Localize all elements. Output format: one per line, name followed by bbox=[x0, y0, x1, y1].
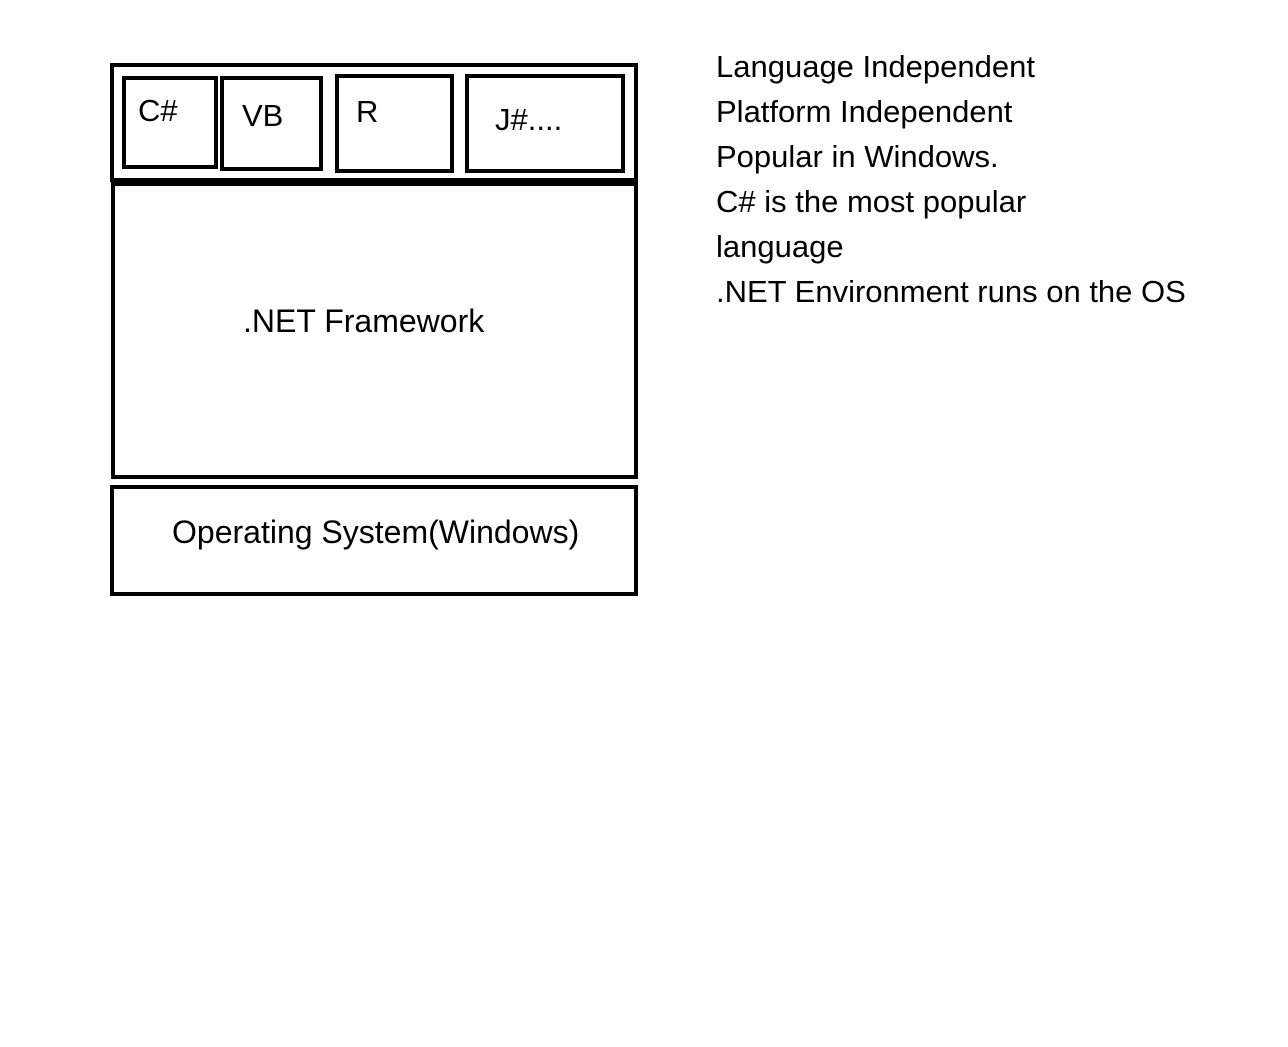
note-item: language bbox=[716, 229, 844, 264]
framework-label: .NET Framework bbox=[243, 303, 485, 339]
language-box-r bbox=[335, 74, 454, 173]
note-item: C# is the most popular bbox=[716, 184, 1027, 219]
os-layer bbox=[110, 485, 638, 596]
language-label-jsharp: J#.... bbox=[495, 102, 563, 137]
note-item: Platform Independent bbox=[716, 94, 1013, 129]
note-item: Language Independent bbox=[716, 49, 1035, 84]
language-label-r: R bbox=[356, 94, 379, 129]
language-box-vb bbox=[220, 76, 323, 171]
language-label-vb: VB bbox=[242, 98, 284, 133]
framework-layer bbox=[111, 182, 638, 479]
language-box-csharp bbox=[122, 76, 218, 169]
language-label-csharp: C# bbox=[138, 93, 178, 128]
language-box-jsharp bbox=[465, 74, 625, 173]
note-item: Popular in Windows. bbox=[716, 139, 999, 174]
note-item: .NET Environment runs on the OS bbox=[716, 274, 1186, 309]
notes-list: Language Independent Platform Independen… bbox=[716, 44, 1276, 314]
os-label: Operating System(Windows) bbox=[172, 514, 580, 550]
